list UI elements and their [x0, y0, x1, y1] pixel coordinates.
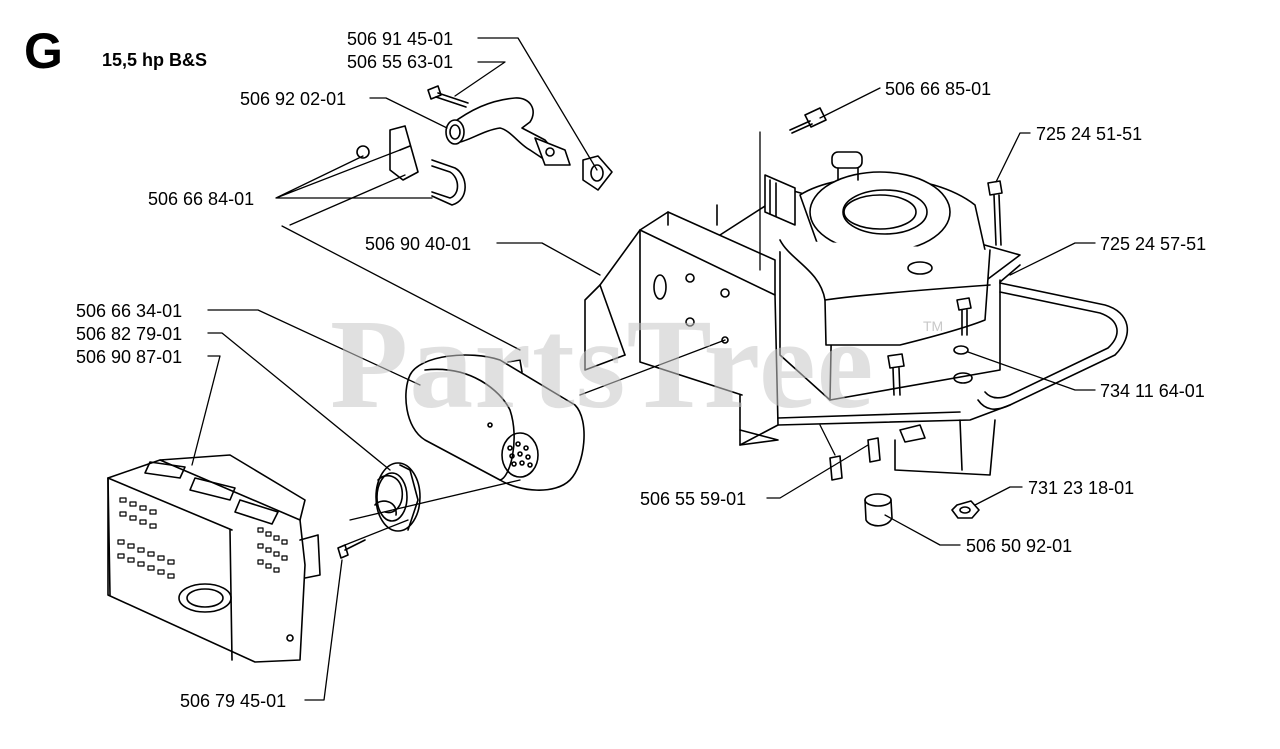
part-label-p2[interactable]: 506 55 63-01	[347, 52, 454, 72]
part-label-p11[interactable]: 725 24 51-51	[1036, 124, 1143, 144]
part-label-p8[interactable]: 506 90 87-01	[76, 347, 183, 367]
part-label-p10[interactable]: 506 66 85-01	[885, 79, 992, 99]
section-letter: G	[24, 23, 63, 79]
part-label-p3[interactable]: 506 92 02-01	[240, 89, 347, 109]
muffler-guard	[107, 454, 366, 663]
part-label-p16[interactable]: 506 50 92-01	[966, 536, 1073, 556]
part-label-p7[interactable]: 506 82 79-01	[76, 324, 183, 344]
part-label-p15[interactable]: 506 55 59-01	[640, 489, 747, 509]
part-label-p6[interactable]: 506 66 34-01	[76, 301, 183, 321]
part-label-p13[interactable]: 734 11 64-01	[1100, 381, 1205, 401]
part-label-p14[interactable]: 731 23 18-01	[1028, 478, 1135, 498]
mounting-frame	[584, 211, 1129, 446]
part-label-p5[interactable]: 506 90 40-01	[365, 234, 472, 254]
engine-bolts	[789, 107, 1003, 527]
part-label-p12[interactable]: 725 24 57-51	[1100, 234, 1207, 254]
engine-illustration	[716, 151, 1021, 476]
leader-lines	[191, 37, 1096, 701]
part-label-p4[interactable]: 506 66 84-01	[148, 189, 255, 209]
part-label-p1[interactable]: 506 91 45-01	[347, 29, 454, 49]
section-title: 15,5 hp B&S	[102, 50, 208, 70]
exhaust-pipe	[356, 85, 613, 206]
exhaust-deflector	[374, 462, 421, 532]
muffler	[405, 354, 585, 491]
part-label-p9[interactable]: 506 79 45-01	[180, 691, 287, 711]
